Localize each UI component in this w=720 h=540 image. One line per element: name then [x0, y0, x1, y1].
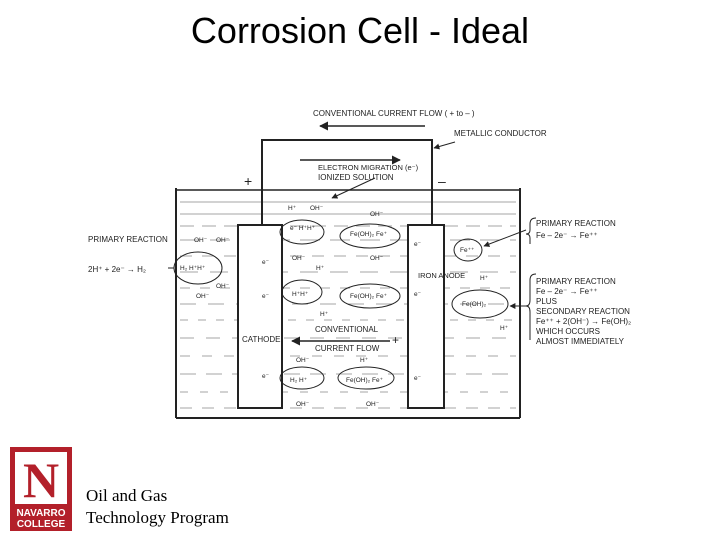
ionized-solution-pointer: [331, 177, 376, 199]
primary-reaction-right-top-label: PRIMARY REACTION: [536, 219, 616, 228]
almost-immediately-label: ALMOST IMMEDIATELY: [536, 337, 625, 346]
svg-text:H⁺: H⁺: [500, 325, 509, 332]
svg-text:e⁻: e⁻: [262, 373, 270, 380]
svg-text:e⁻: e⁻: [414, 241, 422, 248]
cathode-reaction-equation: 2H⁺ + 2e⁻ → H₂: [88, 265, 146, 274]
svg-text:e⁻: e⁻: [414, 375, 422, 382]
cathode-plus-sign: +: [244, 173, 252, 189]
corrosion-cell-diagram: CONVENTIONAL CURRENT FLOW ( + to – ) MET…: [88, 109, 631, 419]
svg-text:H⁺: H⁺: [320, 311, 329, 318]
svg-text:OH⁻: OH⁻: [296, 357, 310, 364]
logo-text-college: COLLEGE: [17, 519, 66, 530]
svg-text:OH⁻: OH⁻: [296, 401, 310, 408]
conventional-current-label: CONVENTIONAL CURRENT FLOW ( + to – ): [313, 109, 475, 118]
svg-text:H₂ H⁺: H₂ H⁺: [290, 377, 308, 384]
tank: [175, 188, 521, 419]
metallic-conductor-label: METALLIC CONDUCTOR: [454, 129, 547, 138]
ionized-solution-label: IONIZED SOLUTION: [318, 173, 394, 182]
right-bracket-mid: [525, 273, 537, 340]
plus-label: PLUS: [536, 297, 557, 306]
right-bracket-top: [525, 217, 537, 244]
svg-text:Fe(OH)₂: Fe(OH)₂: [462, 301, 487, 308]
svg-text:OH⁻: OH⁻: [216, 283, 230, 290]
svg-text:OH⁻: OH⁻: [292, 255, 306, 262]
cathode-label: CATHODE: [242, 335, 281, 344]
program-line-1: Oil and Gas: [86, 486, 168, 505]
svg-text:H⁺: H⁺: [288, 205, 297, 212]
svg-text:H⁺H⁺: H⁺H⁺: [292, 291, 309, 298]
cathode-electrode: [237, 224, 283, 409]
svg-text:e⁻: e⁻: [262, 293, 270, 300]
iron-anode-label: IRON ANODE: [418, 271, 465, 280]
anode-reaction-mid-equation: Fe – 2e⁻ → Fe⁺⁺: [536, 287, 598, 296]
primary-reaction-right-mid-label: PRIMARY REACTION: [536, 277, 616, 286]
svg-text:Fe⁺⁺: Fe⁺⁺: [460, 247, 475, 254]
svg-text:OH⁻: OH⁻: [196, 293, 210, 300]
svg-text:e⁻: e⁻: [414, 291, 422, 298]
svg-text:Fe(OH)₂ Fe⁺: Fe(OH)₂ Fe⁺: [350, 231, 388, 238]
svg-text:H⁺: H⁺: [360, 357, 369, 364]
secondary-reaction-label: SECONDARY REACTION: [536, 307, 630, 316]
program-name: Oil and Gas Technology Program: [86, 485, 229, 529]
ion-markings: H⁺OH⁻ OH⁻e⁻ H⁺H⁺ Fe(OH)₂ Fe⁺OH⁻ OH⁻H₂ H⁺…: [180, 205, 509, 408]
svg-text:OH⁻: OH⁻: [194, 237, 208, 244]
anode-minus-sign: –: [438, 173, 446, 189]
bottom-current-label-1: CONVENTIONAL: [315, 325, 379, 334]
svg-text:e⁻: e⁻: [262, 259, 270, 266]
electron-migration-label: ELECTRON MIGRATION (e⁻): [318, 163, 419, 172]
svg-text:OH⁻: OH⁻: [310, 205, 324, 212]
svg-text:e⁻ H⁺H⁺: e⁻ H⁺H⁺: [290, 225, 316, 232]
svg-text:H₂ H⁺H⁺: H₂ H⁺H⁺: [180, 265, 206, 272]
navarro-college-logo: N NAVARRO COLLEGE: [10, 447, 72, 531]
svg-text:Fe(OH)₂ Fe⁺: Fe(OH)₂ Fe⁺: [346, 377, 384, 384]
metallic-conductor-wire: [261, 139, 433, 225]
bottom-plus-sign: +: [392, 333, 399, 347]
primary-reaction-left-label: PRIMARY REACTION: [88, 235, 168, 244]
svg-text:OH⁻: OH⁻: [370, 255, 384, 262]
program-line-2: Technology Program: [86, 508, 229, 527]
which-occurs-label: WHICH OCCURS: [536, 327, 600, 336]
svg-text:H⁺: H⁺: [316, 265, 325, 272]
svg-text:Fe(OH)₂ Fe⁺: Fe(OH)₂ Fe⁺: [350, 293, 388, 300]
anode-top-pointer: [483, 229, 527, 247]
slide-title: Corrosion Cell - Ideal: [190, 10, 530, 51]
anode-reaction-top-equation: Fe – 2e⁻ → Fe⁺⁺: [536, 231, 598, 240]
logo-letter: N: [23, 452, 59, 508]
anode-electrode: [407, 224, 445, 409]
logo-text-navarro: NAVARRO: [16, 508, 65, 519]
reaction-bubbles: [173, 219, 509, 390]
svg-text:OH⁻: OH⁻: [216, 237, 230, 244]
secondary-reaction-equation: Fe⁺⁺ + 2(OH⁻) → Fe(OH)₂: [536, 317, 631, 326]
svg-text:OH⁻: OH⁻: [370, 211, 384, 218]
svg-text:OH⁻: OH⁻: [366, 401, 380, 408]
svg-text:H⁺: H⁺: [480, 275, 489, 282]
metallic-conductor-pointer: [433, 141, 456, 150]
bottom-current-label-2: CURRENT FLOW: [315, 344, 380, 353]
